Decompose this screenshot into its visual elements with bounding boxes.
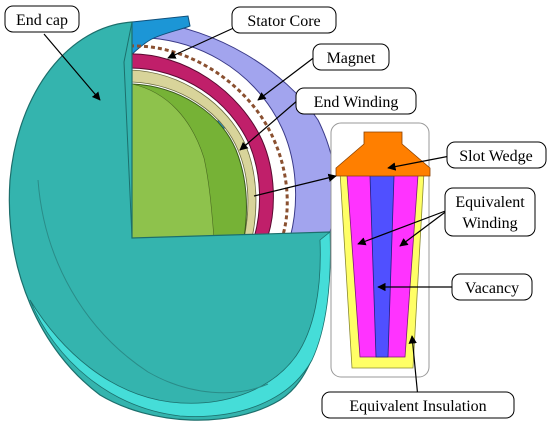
label-vacancy-text: Vacancy xyxy=(465,280,519,297)
slot-cross-section xyxy=(330,122,431,378)
arrow-end-cap xyxy=(43,33,101,101)
arrow-winding-right xyxy=(399,209,449,247)
label-equivalent-winding-line1: Equivalent xyxy=(455,194,525,211)
label-vacancy: Vacancy xyxy=(451,273,533,301)
label-equivalent-winding: Equivalent Winding xyxy=(444,187,536,237)
label-slot-wedge-text: Slot Wedge xyxy=(459,148,533,165)
label-magnet-text: Magnet xyxy=(327,50,376,67)
label-equivalent-insulation: Equivalent Insulation xyxy=(321,391,515,419)
label-end-cap-text: End cap xyxy=(16,12,68,29)
label-equivalent-winding-line2: Winding xyxy=(462,215,517,232)
label-end-winding-text: End Winding xyxy=(314,94,399,111)
winding-dashed-ring xyxy=(129,44,289,239)
label-slot-wedge: Slot Wedge xyxy=(446,141,547,169)
arrow-end-winding xyxy=(239,99,299,151)
end-cap-rim xyxy=(29,231,331,417)
label-end-cap: End cap xyxy=(4,5,80,33)
label-magnet: Magnet xyxy=(312,43,390,71)
arrow-end-winding-slot xyxy=(253,173,337,197)
arrow-winding-left xyxy=(357,209,449,246)
arrow-equivalent-insulation xyxy=(408,335,419,399)
label-equivalent-insulation-text: Equivalent Insulation xyxy=(349,398,486,415)
label-end-winding: End Winding xyxy=(295,87,417,115)
label-stator-core-text: Stator Core xyxy=(247,13,320,30)
arrow-slot-wedge xyxy=(387,155,451,171)
label-stator-core: Stator Core xyxy=(231,6,337,34)
motor-assembly xyxy=(8,15,337,421)
arrow-magnet xyxy=(257,55,317,101)
arrow-stator-core xyxy=(167,25,239,59)
rotor-face xyxy=(131,83,215,239)
leader-lines xyxy=(43,25,454,399)
end-cap-cut-edge xyxy=(123,21,133,239)
end-cap-inner-arc xyxy=(37,179,269,394)
